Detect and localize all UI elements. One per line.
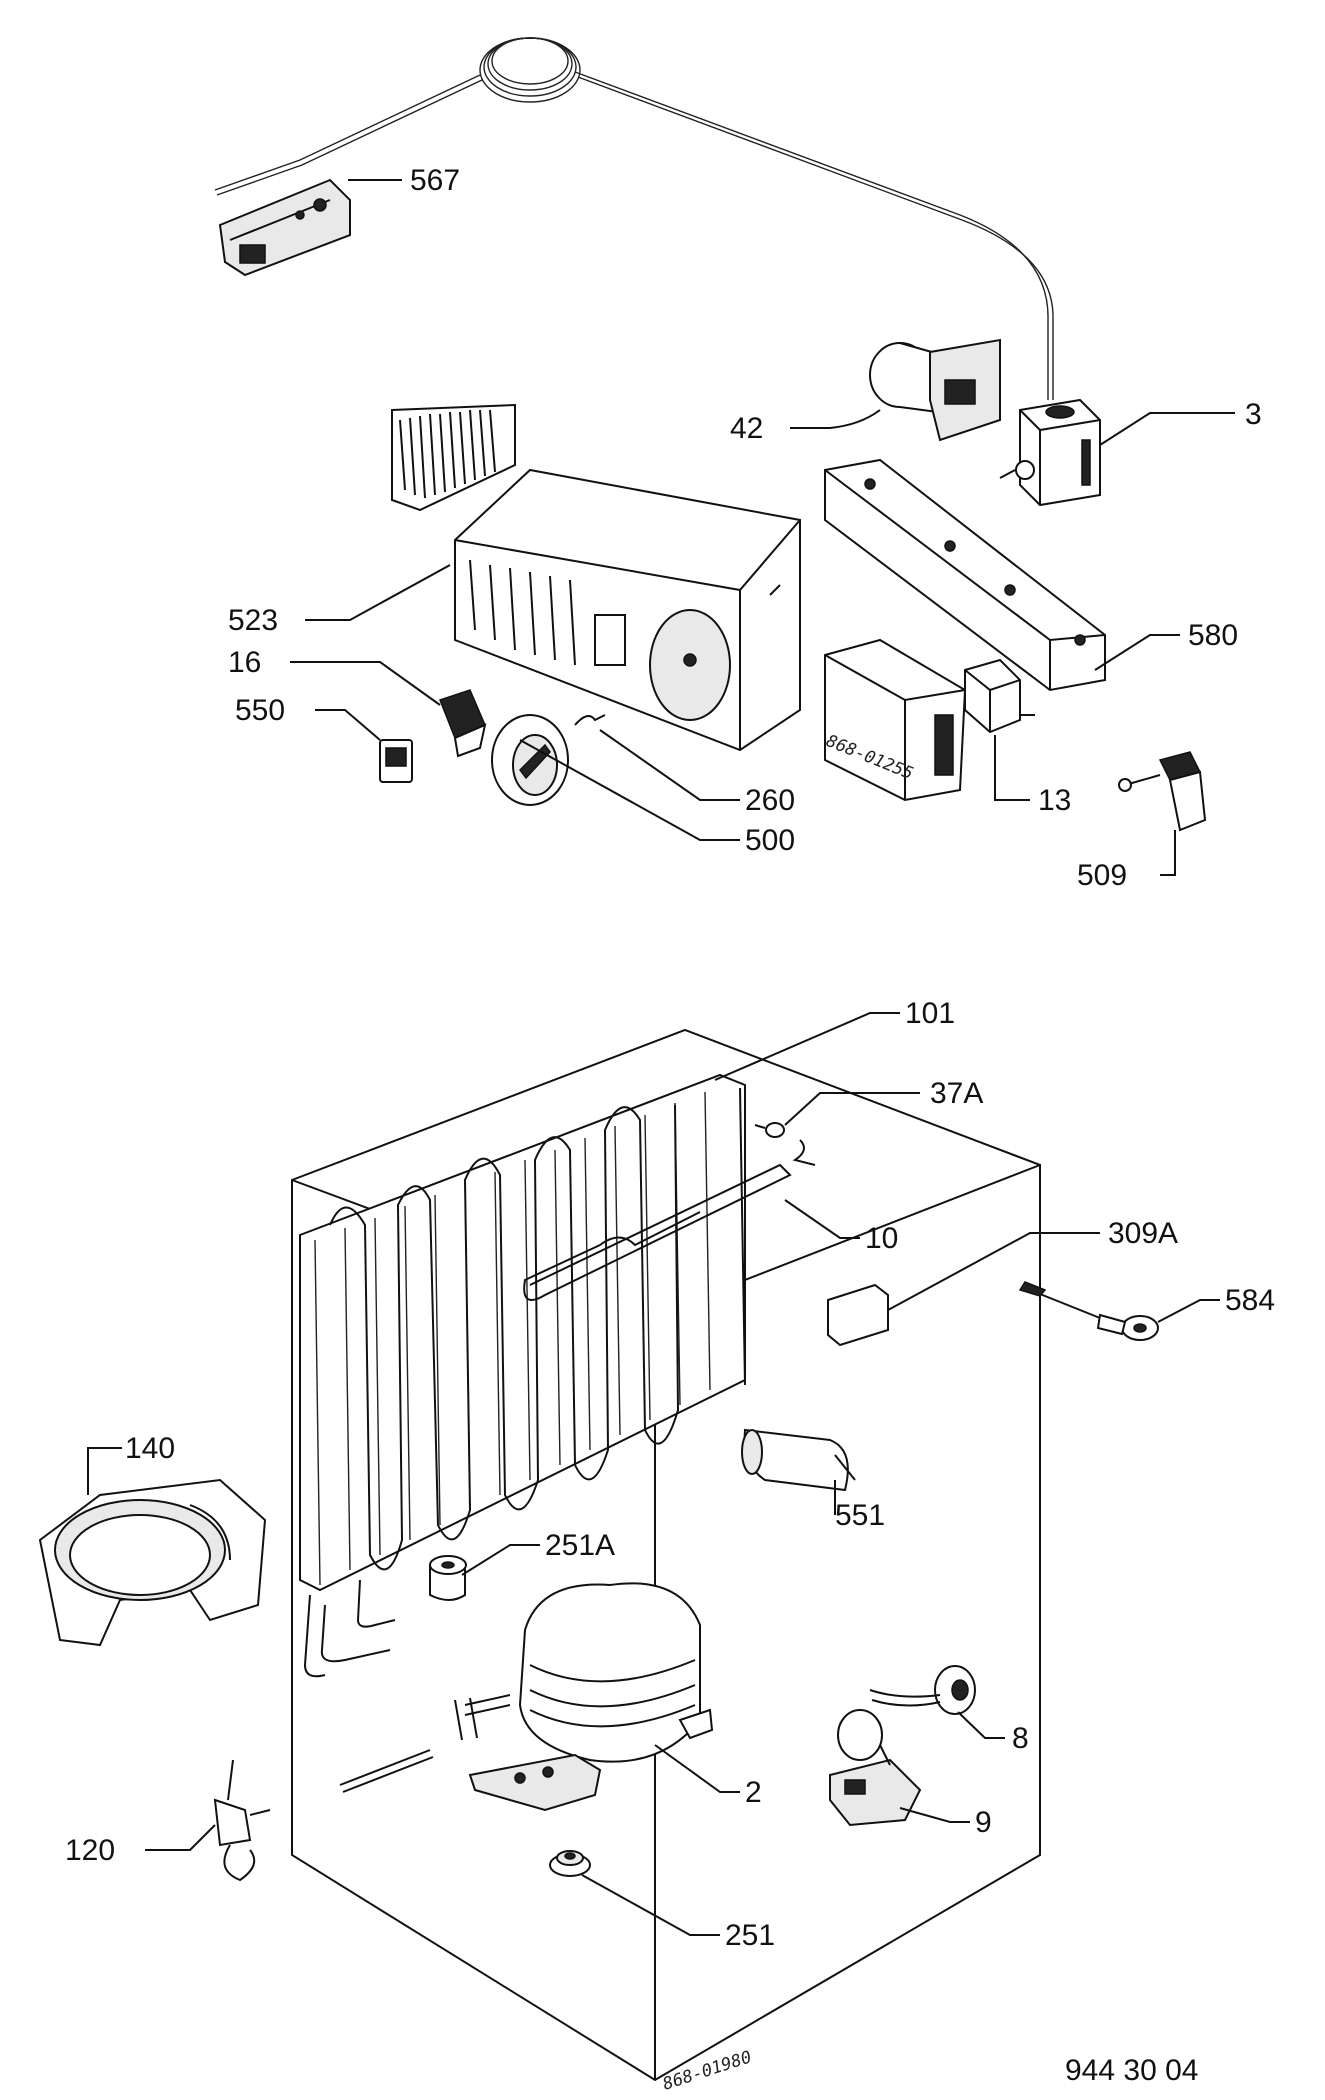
capillary-tube — [214, 37, 1054, 400]
module-868-01255 — [824, 638, 967, 802]
part-10-pipe — [523, 1163, 792, 1301]
label-9: 9 — [975, 1806, 992, 1839]
label-2: 2 — [745, 1776, 762, 1809]
leader-42 — [790, 409, 881, 429]
part-551-holder — [741, 1428, 856, 1492]
leader-509 — [1160, 830, 1176, 876]
part-13-relay — [964, 658, 1035, 734]
leader-3 — [1099, 412, 1235, 446]
part-16-switch — [439, 689, 487, 758]
part-3-thermostat — [999, 398, 1101, 507]
leader-550 — [315, 709, 381, 741]
leader-584 — [1157, 1299, 1220, 1323]
leader-16 — [290, 661, 441, 706]
part-2-compressor — [339, 1582, 714, 1812]
leader-523 — [305, 564, 451, 621]
leader-140 — [87, 1447, 122, 1495]
label-260: 260 — [745, 784, 795, 817]
part-550-button — [379, 739, 413, 783]
part-523-control-housing — [391, 403, 801, 752]
leader-13 — [994, 735, 1030, 801]
label-42: 42 — [730, 412, 763, 445]
part-251-grommet — [549, 1850, 591, 1877]
label-140: 140 — [125, 1432, 175, 1465]
leader-9 — [899, 1807, 970, 1823]
label-13: 13 — [1038, 784, 1071, 817]
label-309A: 309A — [1108, 1217, 1178, 1250]
label-16: 16 — [228, 646, 261, 679]
part-309A-bracket — [827, 1283, 889, 1347]
stamp-lower: 868-01980 — [660, 2047, 754, 2094]
leader-10 — [784, 1199, 860, 1239]
part-567-sensor-clip — [218, 178, 351, 277]
leader-2 — [654, 1744, 740, 1793]
reference-number: 944 30 04 — [1065, 2054, 1198, 2087]
part-500-knob — [491, 714, 569, 806]
leader-260 — [599, 729, 740, 801]
leader-251 — [581, 1874, 720, 1936]
part-37A-grommet — [754, 1122, 816, 1166]
part-101-condenser — [299, 1073, 746, 1592]
leader-37A — [784, 1092, 920, 1126]
label-8: 8 — [1012, 1722, 1029, 1755]
part-584-terminal — [1018, 1281, 1159, 1341]
label-37A: 37A — [930, 1077, 983, 1110]
part-509-door-switch — [1118, 751, 1207, 832]
part-251A-grommet — [429, 1555, 467, 1601]
leader-580 — [1094, 634, 1180, 671]
suction-pipes — [303, 1579, 396, 1678]
label-550: 550 — [235, 694, 285, 727]
leader-101 — [714, 1012, 900, 1081]
label-251: 251 — [725, 1919, 775, 1952]
label-101: 101 — [905, 997, 955, 1030]
label-10: 10 — [865, 1222, 898, 1255]
part-42-lamp-holder — [869, 338, 1001, 442]
part-580-panel — [824, 458, 1106, 692]
label-584: 584 — [1225, 1284, 1275, 1317]
leader-251A — [461, 1544, 540, 1576]
leader-120 — [145, 1824, 216, 1851]
part-120-plug — [213, 1759, 271, 1882]
label-500: 500 — [745, 824, 795, 857]
part-260-clip — [574, 714, 606, 726]
leader-309A — [887, 1232, 1100, 1311]
part-9-relay — [829, 1709, 922, 1827]
label-509: 509 — [1077, 859, 1127, 892]
part-8-overload — [869, 1665, 976, 1715]
label-551: 551 — [835, 1499, 885, 1532]
label-523: 523 — [228, 604, 278, 637]
label-251A: 251A — [545, 1529, 615, 1562]
label-580: 580 — [1188, 619, 1238, 652]
leader-500 — [519, 739, 740, 841]
leader-8 — [957, 1711, 1005, 1739]
label-3: 3 — [1245, 398, 1262, 431]
label-120: 120 — [65, 1834, 115, 1867]
part-140-drip-tray — [38, 1478, 267, 1647]
label-567: 567 — [410, 164, 460, 197]
